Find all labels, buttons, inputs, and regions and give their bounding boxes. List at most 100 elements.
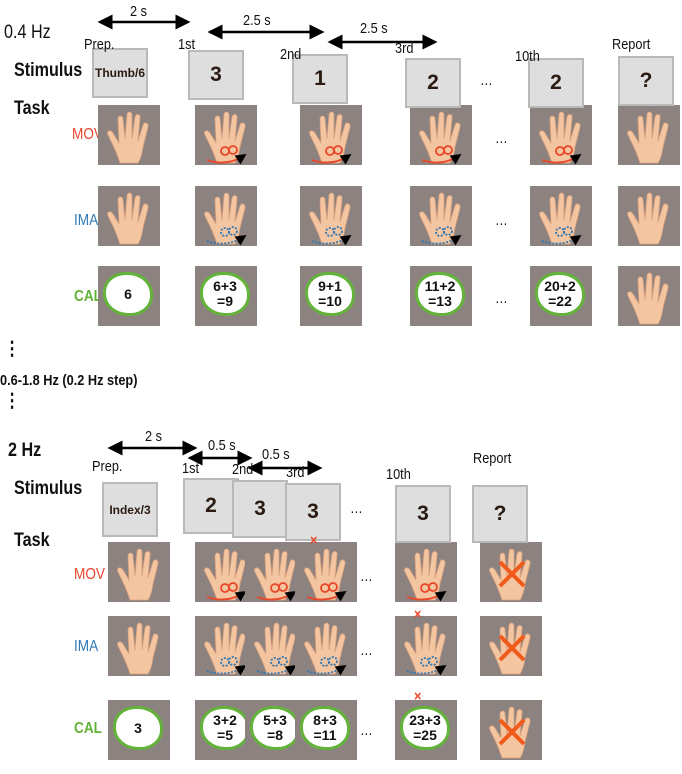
cal-thought-image: 8+3 =11	[295, 700, 357, 760]
step-label: 1st	[178, 36, 196, 53]
hand-icon	[204, 622, 247, 676]
ellipsis: …	[350, 500, 363, 517]
ima-hand-image	[395, 616, 457, 676]
thought-cloud: 6+3 =9	[200, 272, 250, 316]
error-mark-icon: ×	[310, 532, 318, 549]
mov-hand-image	[410, 105, 472, 165]
hand-icon	[489, 706, 531, 759]
mov-hand-image	[295, 542, 357, 602]
frequency-range-label: 0.6-1.8 Hz (0.2 Hz step)	[0, 372, 138, 389]
thought-cloud: 9+1 =10	[305, 272, 355, 316]
hand-icon	[304, 622, 347, 676]
stimulus-box: 3	[285, 483, 341, 541]
hand-icon	[204, 111, 247, 165]
ima-hand-image	[300, 186, 362, 246]
ima-hand-image	[618, 186, 680, 246]
ellipsis: …	[495, 290, 508, 307]
thought-cloud: 20+2 =22	[535, 272, 585, 316]
mov-hand-image	[195, 105, 257, 165]
thought-cloud: 11+2 =13	[415, 272, 465, 316]
ima-hand-image	[530, 186, 592, 246]
vertical-dots: ⋮	[4, 391, 21, 412]
step-label: 2nd	[232, 461, 254, 478]
step-label: Report	[612, 36, 651, 53]
ima-hand-image	[480, 616, 542, 676]
row-label-mov: MOV	[72, 126, 103, 143]
hand-icon	[404, 622, 447, 676]
vertical-dots: ⋮	[4, 339, 21, 360]
cal-thought-image: 3	[108, 700, 170, 760]
hand-icon	[404, 548, 447, 602]
hand-icon	[489, 548, 531, 601]
interval-label: 2.5 s	[360, 20, 388, 37]
hand-icon	[304, 548, 347, 602]
step-label: 1st	[182, 460, 200, 477]
cal-thought-image: 6+3 =9	[195, 266, 257, 326]
thought-cloud: 8+3 =11	[300, 706, 350, 750]
stimulus-box: 3	[232, 480, 288, 538]
stimulus-label: Stimulus	[14, 478, 83, 499]
hand-icon	[204, 548, 247, 602]
ima-hand-image	[108, 616, 170, 676]
row-label-ima: IMA	[74, 638, 99, 655]
ima-hand-image	[195, 186, 257, 246]
hand-icon	[254, 548, 297, 602]
mov-hand-image	[480, 542, 542, 602]
hand-icon	[117, 622, 159, 675]
ellipsis: …	[360, 642, 373, 659]
cal-thought-image: 23+3 =25	[395, 700, 457, 760]
interval-label: 2 s	[130, 3, 148, 20]
cal-thought-image: 9+1 =10	[300, 266, 362, 326]
step-label: Prep.	[92, 458, 123, 475]
hand-icon	[107, 111, 149, 164]
hand-icon	[489, 622, 531, 675]
stimulus-box: 2	[405, 58, 461, 108]
step-label: Report	[473, 450, 512, 467]
cal-hand-image	[618, 266, 680, 326]
row-label-ima: IMA	[74, 212, 99, 229]
ellipsis: …	[495, 130, 508, 147]
hand-icon	[254, 622, 297, 676]
mov-hand-image	[618, 105, 680, 165]
hand-icon	[627, 272, 669, 325]
row-label-cal: CAL	[74, 720, 102, 737]
step-label: 2nd	[280, 46, 302, 63]
hand-icon	[419, 192, 462, 246]
stimulus-box: 2	[183, 478, 239, 534]
thought-cloud: 6	[103, 272, 153, 316]
stimulus-box: 3	[395, 485, 451, 543]
step-label: 3rd	[395, 40, 414, 57]
hand-icon	[117, 548, 159, 601]
hand-icon	[309, 111, 352, 165]
frequency-label: 0.4 Hz	[4, 22, 51, 43]
step-label: 10th	[386, 466, 411, 483]
stimulus-label: Stimulus	[14, 60, 83, 81]
mov-hand-image	[395, 542, 457, 602]
hand-icon	[309, 192, 352, 246]
stimulus-box: Thumb/6	[92, 48, 148, 98]
thought-cloud: 5+3 =8	[250, 706, 300, 750]
hand-icon	[204, 192, 247, 246]
cal-thought-image: 11+2 =13	[410, 266, 472, 326]
hand-icon	[627, 192, 669, 245]
mov-hand-image	[300, 105, 362, 165]
step-label: 10th	[515, 48, 540, 65]
error-mark-icon: ×	[414, 688, 422, 705]
ima-hand-image	[98, 186, 160, 246]
task-label: Task	[14, 98, 50, 119]
mov-hand-image	[530, 105, 592, 165]
ellipsis: …	[360, 722, 373, 739]
mov-hand-image	[98, 105, 160, 165]
hand-icon	[419, 111, 462, 165]
ima-hand-image	[295, 616, 357, 676]
stimulus-box: ?	[618, 56, 674, 106]
interval-label: 2.5 s	[243, 12, 271, 29]
frequency-label: 2 Hz	[8, 440, 42, 461]
step-label: Prep.	[84, 36, 115, 53]
mov-hand-image	[108, 542, 170, 602]
thought-cloud: 23+3 =25	[400, 706, 450, 750]
stimulus-box: 1	[292, 54, 348, 104]
interval-label: 2 s	[145, 428, 163, 445]
